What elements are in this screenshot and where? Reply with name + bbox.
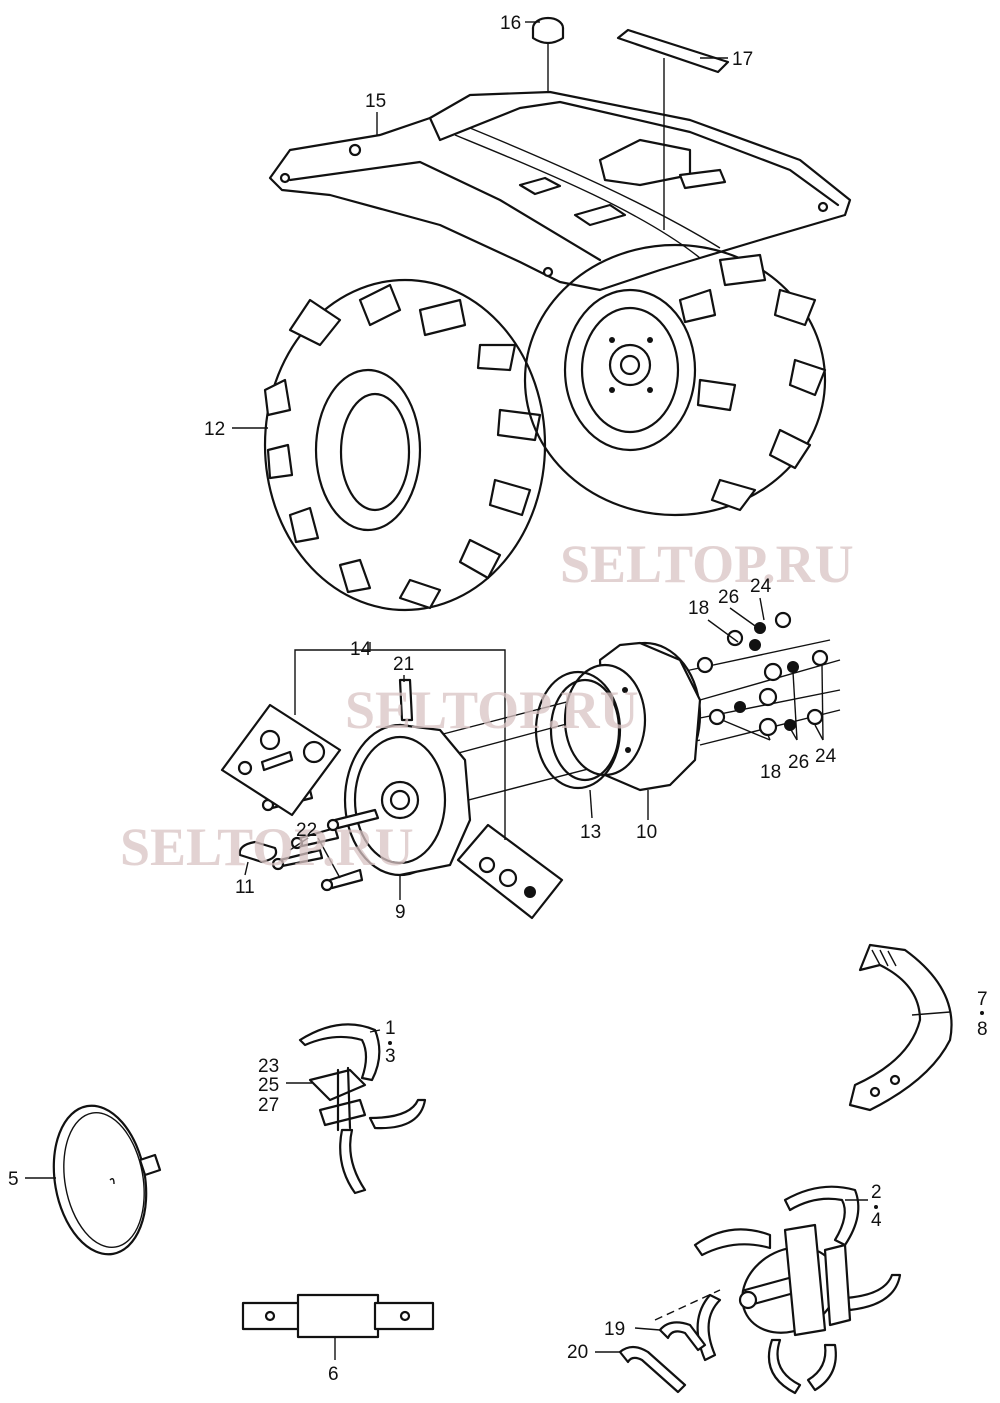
watermark-2: SELTOP.RU [345, 680, 639, 740]
pin-20 [618, 1345, 687, 1394]
label-14: 14 [350, 639, 372, 660]
label-4: 4 [871, 1210, 882, 1231]
label-5: 5 [8, 1169, 19, 1190]
label-13: 13 [580, 822, 601, 843]
label-18-top: 18 [688, 598, 709, 619]
dot-2-4 [874, 1205, 878, 1209]
disc-5 [52, 1104, 162, 1256]
label-10: 10 [636, 822, 657, 843]
callouts: 16 17 15 12 24 26 18 14 21 18 26 24 22 1… [8, 13, 988, 1385]
label-18-bottom: 18 [760, 762, 781, 783]
right-wheel [523, 243, 827, 517]
label-6: 6 [328, 1364, 339, 1385]
dot-7-8 [980, 1011, 984, 1015]
dot-1-3 [388, 1041, 392, 1045]
label-24-bottom: 24 [815, 746, 837, 767]
watermark-3: SELTOP.RU [120, 817, 414, 877]
leader-lines [25, 21, 951, 1360]
tiller-2-4 [654, 1185, 902, 1395]
label-24-top: 24 [750, 576, 772, 597]
label-19: 19 [604, 1319, 625, 1340]
label-26-bottom: 26 [788, 752, 809, 773]
label-1: 1 [385, 1018, 396, 1039]
label-2: 2 [871, 1182, 882, 1203]
label-15: 15 [365, 91, 386, 112]
decal-17 [616, 28, 730, 74]
label-8: 8 [977, 1019, 988, 1040]
label-16: 16 [500, 13, 521, 34]
label-17: 17 [732, 49, 753, 70]
tiller-1-3 [298, 1023, 427, 1195]
label-25: 25 [258, 1075, 279, 1096]
label-12: 12 [204, 419, 225, 440]
pin-19 [658, 1321, 707, 1352]
label-27: 27 [258, 1095, 279, 1116]
fender [268, 90, 852, 292]
hub-assembly [220, 611, 841, 920]
left-wheel [263, 278, 547, 612]
shaft-6 [241, 1293, 435, 1339]
label-20: 20 [567, 1342, 588, 1363]
label-11: 11 [235, 877, 255, 898]
label-23: 23 [258, 1056, 279, 1077]
label-22: 22 [296, 820, 317, 841]
label-26-top: 26 [718, 587, 739, 608]
label-9: 9 [395, 902, 406, 923]
label-7: 7 [977, 989, 988, 1010]
watermark-1: SELTOP.RU [560, 534, 854, 594]
label-21: 21 [393, 654, 414, 675]
tine-7-8 [848, 943, 953, 1112]
label-3: 3 [385, 1046, 396, 1067]
